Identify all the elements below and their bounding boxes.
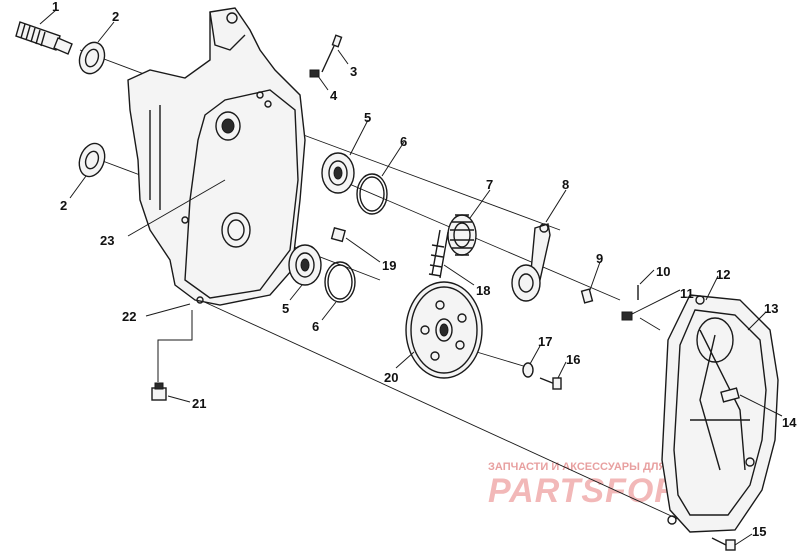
- callout-5-lower: 5: [282, 301, 289, 316]
- seal-part-2-upper: [78, 41, 106, 75]
- drain-plug-part-21: [151, 382, 167, 401]
- tensioner-part-8: [511, 223, 551, 302]
- input-shaft-part-1: [15, 21, 73, 55]
- bolt-part-15: [711, 537, 736, 551]
- callout-7: 7: [486, 177, 493, 192]
- callout-19: 19: [382, 258, 396, 273]
- callout-15: 15: [752, 524, 766, 539]
- callout-6-upper: 6: [400, 134, 407, 149]
- leader-lines: [39, 9, 783, 546]
- driven-gear-part-20: [405, 281, 483, 379]
- top-sprocket-part-7: [447, 214, 477, 256]
- callout-16: 16: [566, 352, 580, 367]
- callout-3: 3: [350, 64, 357, 79]
- callout-6-lower: 6: [312, 319, 319, 334]
- o-ring-part-6-lower: [324, 261, 356, 303]
- bearing-part-5-upper: [321, 152, 355, 194]
- callout-17: 17: [538, 334, 552, 349]
- chaincase-cover-part-13: [661, 294, 779, 533]
- chaincase-housing: [127, 7, 306, 306]
- callout-13: 13: [764, 301, 778, 316]
- callout-22: 22: [122, 309, 136, 324]
- callout-23: 23: [100, 233, 114, 248]
- washer-part-17: [522, 362, 534, 378]
- callout-18: 18: [476, 283, 490, 298]
- callout-10: 10: [656, 264, 670, 279]
- callout-11: 11: [680, 286, 694, 301]
- callout-12: 12: [716, 267, 730, 282]
- callout-9: 9: [596, 251, 603, 266]
- callout-5-upper: 5: [364, 110, 371, 125]
- o-ring-part-6-upper: [356, 173, 388, 215]
- dowel-part-19: [330, 227, 346, 243]
- callout-20: 20: [384, 370, 398, 385]
- nut-part-11: [621, 311, 633, 321]
- bolt-part-3: [321, 34, 343, 73]
- bolt-part-16: [539, 377, 562, 390]
- callout-21: 21: [192, 396, 206, 411]
- callout-1: 1: [52, 0, 59, 14]
- callout-2-lower: 2: [60, 198, 67, 213]
- washer-part-9: [580, 288, 594, 304]
- chain-part-18: [428, 229, 449, 279]
- callout-14: 14: [782, 415, 797, 430]
- callout-8: 8: [562, 177, 569, 192]
- callout-4: 4: [330, 88, 338, 103]
- bearing-part-5-lower: [288, 244, 322, 286]
- seal-part-2-lower: [78, 142, 106, 178]
- callout-2-upper: 2: [112, 9, 119, 24]
- callout-labels: 1 2 2 3 4 5 5 6 6 7 8 9 10 11 12 13 14 1…: [52, 0, 797, 539]
- nut-part-4: [309, 69, 320, 78]
